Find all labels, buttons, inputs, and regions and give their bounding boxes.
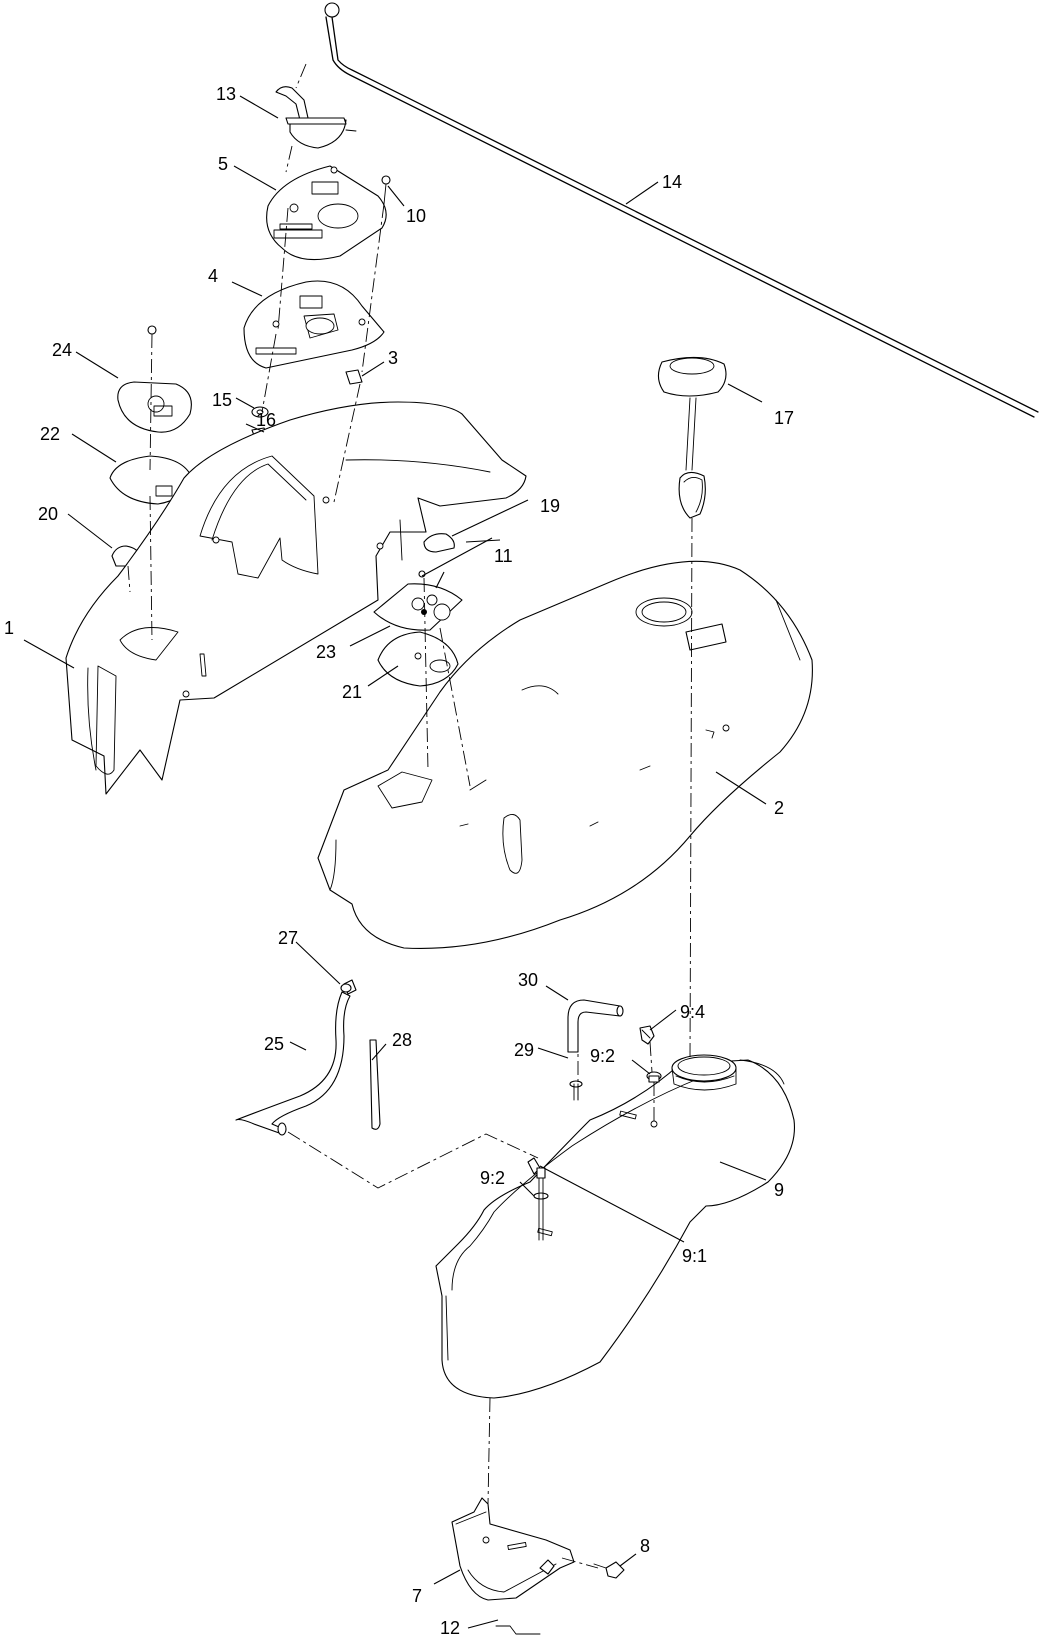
part-10-screw — [381, 175, 391, 205]
callout-3: 3 — [388, 348, 398, 368]
callout-27: 27 — [278, 928, 298, 948]
part-12-clip — [495, 1625, 541, 1635]
leader-lines — [23, 95, 767, 1629]
part-13-shift-lever — [275, 86, 357, 149]
callout-9: 9 — [774, 1180, 784, 1200]
part-7-bracket — [451, 1497, 575, 1601]
part-9-fuel-tank — [435, 1054, 796, 1399]
callout-24: 24 — [52, 340, 72, 360]
callout-23: 23 — [316, 642, 336, 662]
callout-22: 22 — [40, 424, 60, 444]
callout-30: 30 — [518, 970, 538, 990]
callout-14: 14 — [662, 172, 682, 192]
part-9-4-elbow — [639, 1025, 655, 1045]
part-11-switch-plate — [373, 570, 463, 631]
callout-20: 20 — [38, 504, 58, 524]
part-9-1-pickup-tube — [527, 1157, 549, 1241]
part-14-rod — [324, 2, 1039, 418]
part-17-fuel-cap — [657, 356, 727, 519]
part-8-bolt — [593, 1561, 625, 1579]
callout-9-2-upper: 9:2 — [590, 1046, 615, 1066]
callout-17: 17 — [774, 408, 794, 428]
assembly-lines — [127, 63, 693, 1569]
callout-21: 21 — [342, 682, 362, 702]
callout-9-1: 9:1 — [682, 1246, 707, 1266]
callout-13: 13 — [216, 84, 236, 104]
part-15-washer — [251, 406, 269, 418]
callout-5: 5 — [218, 154, 228, 174]
part-25-fuel-hose — [235, 983, 352, 1136]
part-4-console-plate — [243, 280, 385, 369]
part-3-clip-nut — [345, 369, 363, 385]
part-29-rivet — [569, 1080, 583, 1101]
callout-11: 11 — [494, 546, 513, 566]
part-30-vent-hose — [567, 999, 624, 1053]
callout-2: 2 — [774, 798, 784, 818]
callout-29: 29 — [514, 1040, 534, 1060]
callout-7: 7 — [412, 1586, 422, 1606]
part-2-tank-cover — [317, 560, 813, 949]
callout-28: 28 — [392, 1030, 412, 1050]
callout-25: 25 — [264, 1034, 284, 1054]
callout-19: 19 — [540, 496, 560, 516]
part-5-console-plate — [266, 165, 387, 261]
callout-1: 1 — [4, 618, 14, 638]
part-28-strap — [369, 1039, 381, 1130]
callout-labels: 1 2 3 4 5 7 8 9 9:1 9:2 9:2 9:4 10 11 12… — [4, 84, 794, 1638]
callout-4: 4 — [208, 266, 218, 286]
callout-9-4: 9:4 — [680, 1002, 705, 1022]
part-1-fender — [65, 401, 527, 795]
callout-12: 12 — [440, 1618, 460, 1638]
callout-10: 10 — [406, 206, 426, 226]
callout-15: 15 — [212, 390, 232, 410]
callout-16: 16 — [256, 410, 276, 430]
callout-9-2-lower: 9:2 — [480, 1168, 505, 1188]
callout-8: 8 — [640, 1536, 650, 1556]
part-21-plate — [377, 631, 459, 687]
part-19-pad — [423, 533, 455, 553]
part-24-cover-plate — [117, 325, 192, 433]
